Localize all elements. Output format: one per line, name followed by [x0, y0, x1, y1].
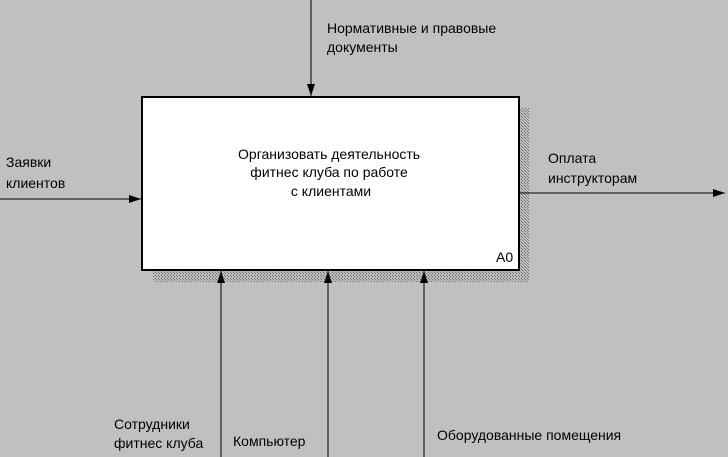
activity-label-line: Организовать деятельность: [238, 146, 420, 162]
activity-box-shadow: [153, 108, 529, 282]
input-label: Заявки клиентов: [6, 154, 65, 191]
output-label: Оплата инструкторам: [548, 150, 637, 186]
activity-label-line: фитнес клуба по работе: [250, 164, 408, 180]
activity-label-line: с клиентами: [291, 183, 371, 199]
mechanism-label-computer: Компьютер: [233, 433, 306, 449]
control-label: Нормативные и правовые документы: [327, 20, 500, 55]
node-number: A0: [496, 249, 513, 265]
mechanism-label-premises: Оборудованные помещения: [437, 427, 621, 443]
activity-box[interactable]: [141, 96, 520, 271]
mechanism-label-staff: Сотрудники фитнес клуба: [114, 416, 203, 451]
activity-label: Организовать деятельность фитнес клуба п…: [238, 146, 424, 199]
